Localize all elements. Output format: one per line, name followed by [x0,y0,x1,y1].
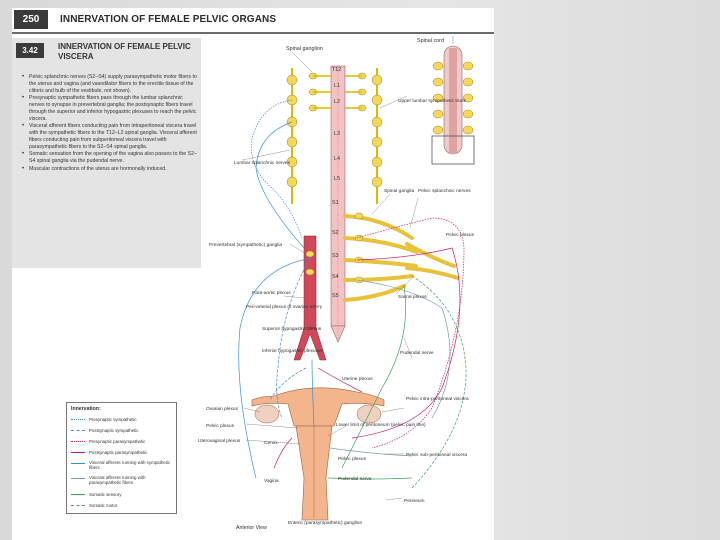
legend-item: Postsynaptic sympathetic [71,427,139,434]
sympathetic-trunk [286,68,383,204]
page-title: INNERVATION OF FEMALE PELVIC ORGANS [60,14,277,25]
label-uterine-plexus: Uterine plexus [342,376,373,382]
legend-label: Visceral afferent running with sympathet… [89,460,171,471]
label-lower-limit-peritoneum: Lower limit of peritoneum (pelvic pain l… [336,422,426,428]
legend-item: Presynaptic sympathetic [71,416,137,423]
label-t12: T12 [332,67,341,73]
label-l1: L1 [334,83,340,89]
label-perineum: Perineum [404,498,425,504]
legend-item: Visceral afferent running with sympathet… [71,460,171,472]
legend-title: Innervation: [71,406,101,412]
label-ovarian-plexus: Ovarian plexus [206,406,239,412]
label-upper-lumbar-trunk: Upper lumbar sympathetic trunk [398,98,467,104]
label-pelvic-plexus-mid: Pelvic plexus [338,456,367,462]
legend-swatch [71,478,85,479]
label-s1: S1 [332,200,339,206]
label-prevertebral-ganglia: Prevertebral (sympathetic) ganglia [209,242,282,248]
legend-swatch [71,430,85,431]
legend-swatch [71,463,85,464]
label-pelvic-subperitoneal: Pelvic sub-peritoneal viscera [406,452,467,458]
legend-swatch [71,494,85,495]
textbook-page: 250 INNERVATION OF FEMALE PELVIC ORGANS … [12,8,494,540]
label-s5: S5 [332,293,339,299]
legend-item: Somatic sensory [71,491,121,498]
label-l2: L2 [334,99,340,105]
sacral-ganglia [354,212,364,284]
legend-label: Presynaptic sympathetic [89,417,137,422]
figure-title: INNERVATION OF FEMALE PELVIC VISCERA [58,42,191,61]
label-peri-arterial-plexus: Peri-arterial plexus of ovarian artery [246,304,323,310]
anatomy-labels: Spinal ganglion Spinal cord Upper lumbar… [198,38,475,526]
sacral-roots [343,214,460,302]
label-l5: L5 [334,176,340,182]
label-spinal-ganglia: Spinal ganglia [384,188,414,194]
label-sacral-plexus: Sacral plexus [398,294,427,300]
label-s4: S4 [332,274,339,280]
view-caption: Anterior View [236,525,267,531]
bullet-item: Visceral afferent fibers conducting pain… [22,123,199,151]
figure-text-panel: 3.42 INNERVATION OF FEMALE PELVIC VISCER… [12,38,201,268]
legend-item: Postsynaptic parasympathetic [71,449,147,456]
leader-lines [241,51,419,501]
page-number-badge: 250 [14,10,48,29]
bullet-item: Somatic sensation from the opening of th… [22,151,199,165]
label-pelvic-plexus: Pelvic plexus [446,232,475,238]
legend-swatch [71,441,85,442]
legend-item: Somatic motor [71,502,117,509]
legend-label: Visceral afferent running with parasympa… [89,475,146,486]
bullet-item: Presynaptic sympathetic fibers pass thro… [22,95,199,123]
label-enteric-ganglion: Enteric (parasympathetic) ganglion [288,520,362,526]
page-header: 250 INNERVATION OF FEMALE PELVIC ORGANS [12,8,494,31]
aorta [293,235,327,361]
legend-swatch [71,452,85,453]
legend-label: Postsynaptic parasympathetic [89,450,148,455]
figure-number-badge: 3.42 [16,43,44,58]
label-l4: L4 [334,156,340,162]
legend-swatch [71,419,85,420]
label-pudendal-nerve-upper: Pudendal nerve [400,350,434,356]
label-s3: S3 [332,253,339,259]
label-pelvic-intraperitoneal: Pelvic intra-peritoneal viscera [406,396,469,402]
bullet-item: Pelvic splanchnic nerves (S2–S4) supply … [22,74,199,95]
legend: Innervation: Presynaptic sympathetic Pos… [66,402,177,514]
legend-label: Presynaptic parasympathetic [89,439,146,444]
label-inferior-hypogastric: Inferior hypogastric plexuses [262,348,324,354]
segment-labels: T12 L1 L2 L3 L4 L5 S1 S2 S3 S4 S5 [332,67,341,299]
legend-label: Somatic sensory [89,492,122,497]
label-pudendal-nerve-lower: Pudendal nerve [338,476,372,482]
bullet-list: Pelvic splanchnic nerves (S2–S4) supply … [22,74,199,173]
legend-swatch [71,505,85,506]
spinal-column [330,65,346,343]
label-l3: L3 [334,131,340,137]
spinal-cord-illustration [431,36,475,165]
uterus-illustration [251,387,385,521]
label-lumbar-splanchnic: Lumbar splanchnic nerves [234,160,291,166]
label-pelvic-splanchnic: Pelvic splanchnic nerves [418,188,471,194]
label-pelvic-plexus-left: Pelvic plexus [206,423,235,429]
label-spinal-cord: Spinal cord [417,38,444,44]
bullet-item: Muscular contractions of the uterus are … [22,166,199,173]
label-uterovaginal-plexus: Uterovaginal plexus [198,438,241,444]
legend-item: Visceral afferent running with parasympa… [71,475,171,487]
label-vagina: Vagina [264,478,279,484]
header-divider [12,32,494,34]
legend-item: Presynaptic parasympathetic [71,438,145,445]
nerve-pathways [238,99,467,489]
label-superior-hypogastric: Superior hypogastric plexus [262,326,322,332]
legend-label: Postsynaptic sympathetic [89,428,139,433]
label-s2: S2 [332,230,339,236]
legend-label: Somatic motor [89,503,118,508]
label-cervix: Cervix [264,440,278,446]
label-spinal-ganglion: Spinal ganglion [286,46,323,52]
innervation-diagram: T12 L1 L2 L3 L4 L5 S1 S2 S3 S4 S5 Spinal… [198,36,475,526]
label-para-aortic-plexus: Para-aortic plexus [252,290,291,296]
